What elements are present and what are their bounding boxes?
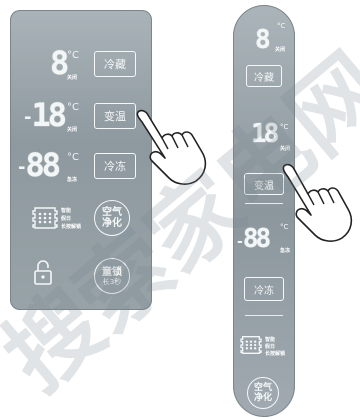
celsius-unit: °C bbox=[277, 22, 285, 30]
temp-digits: 18 bbox=[31, 98, 64, 132]
celsius-unit: °C bbox=[67, 102, 79, 113]
menu-icon[interactable] bbox=[240, 335, 262, 355]
mode-holiday-label: 假日 bbox=[61, 215, 71, 222]
long-press-unlock-label: 长按解锁 bbox=[61, 223, 81, 230]
freezer-zone-row: - 88 °C 急冻 冷冻 bbox=[10, 148, 152, 188]
pointing-hand-icon bbox=[132, 104, 218, 188]
air-purify-line1: 空气 bbox=[102, 207, 122, 218]
variable-temp-display: - 18 bbox=[24, 98, 64, 132]
freezer-temp-display: - 88 bbox=[18, 148, 58, 182]
variable-temp-digits: 18 bbox=[251, 117, 276, 151]
fridge-temp-digits: 8 bbox=[255, 23, 268, 57]
mode-smart-label: 智能 bbox=[61, 207, 71, 214]
freezer-temp-display: - 88 bbox=[237, 225, 268, 253]
air-purify-line2: 净化 bbox=[102, 218, 122, 229]
mode-label: 关闭 bbox=[275, 46, 285, 53]
fridge-zone-row: 8 °C 关闭 冷藏 bbox=[10, 46, 152, 86]
long-press-unlock-label: 长按解锁 bbox=[265, 350, 285, 357]
child-lock-line1: 童锁 bbox=[102, 267, 122, 278]
air-purify-line1: 空气 bbox=[254, 383, 272, 393]
divider bbox=[245, 203, 283, 204]
fridge-temp-display: 8 bbox=[36, 46, 66, 80]
minus-sign: - bbox=[18, 154, 25, 182]
mode-label: 急冻 bbox=[67, 176, 77, 183]
mode-label: 关闭 bbox=[280, 145, 290, 152]
mode-holiday-label: 假日 bbox=[265, 343, 275, 350]
pointing-hand-icon bbox=[280, 160, 360, 244]
temp-digits: 8 bbox=[50, 46, 66, 80]
celsius-unit: °C bbox=[67, 152, 79, 163]
variable-temp-button[interactable]: 变温 bbox=[244, 173, 284, 195]
air-purify-line2: 净化 bbox=[254, 393, 272, 403]
left-control-panel: 8 °C 关闭 冷藏 - 18 °C 关闭 变温 - 88 °C 急冻 冷冻 bbox=[10, 10, 152, 310]
fridge-button[interactable]: 冷藏 bbox=[94, 51, 136, 77]
celsius-unit: °C bbox=[67, 50, 79, 61]
air-purify-button[interactable]: 空气 净化 bbox=[247, 377, 279, 409]
temp-digits: 88 bbox=[25, 148, 58, 182]
freezer-button[interactable]: 冷冻 bbox=[244, 277, 284, 301]
mode-label: 关闭 bbox=[67, 74, 77, 81]
lock-icon bbox=[32, 258, 54, 286]
mode-label: 关闭 bbox=[67, 126, 77, 133]
minus-sign: - bbox=[24, 104, 31, 132]
celsius-unit: °C bbox=[280, 123, 288, 131]
child-lock-button[interactable]: 童锁 长3秒 bbox=[94, 258, 130, 294]
air-purify-button[interactable]: 空气 净化 bbox=[94, 200, 130, 236]
menu-icon[interactable] bbox=[32, 206, 58, 230]
freezer-button[interactable]: 冷冻 bbox=[94, 153, 136, 179]
mode-smart-label: 智能 bbox=[265, 336, 275, 343]
temp-digits: 88 bbox=[243, 225, 268, 253]
variable-zone-row: - 18 °C 关闭 变温 bbox=[10, 98, 152, 138]
fridge-button[interactable]: 冷藏 bbox=[246, 65, 282, 87]
variable-temp-button[interactable]: 变温 bbox=[94, 103, 136, 129]
mode-label: 急冻 bbox=[280, 247, 290, 254]
child-lock-line2: 长3秒 bbox=[103, 278, 121, 286]
divider bbox=[245, 315, 283, 316]
